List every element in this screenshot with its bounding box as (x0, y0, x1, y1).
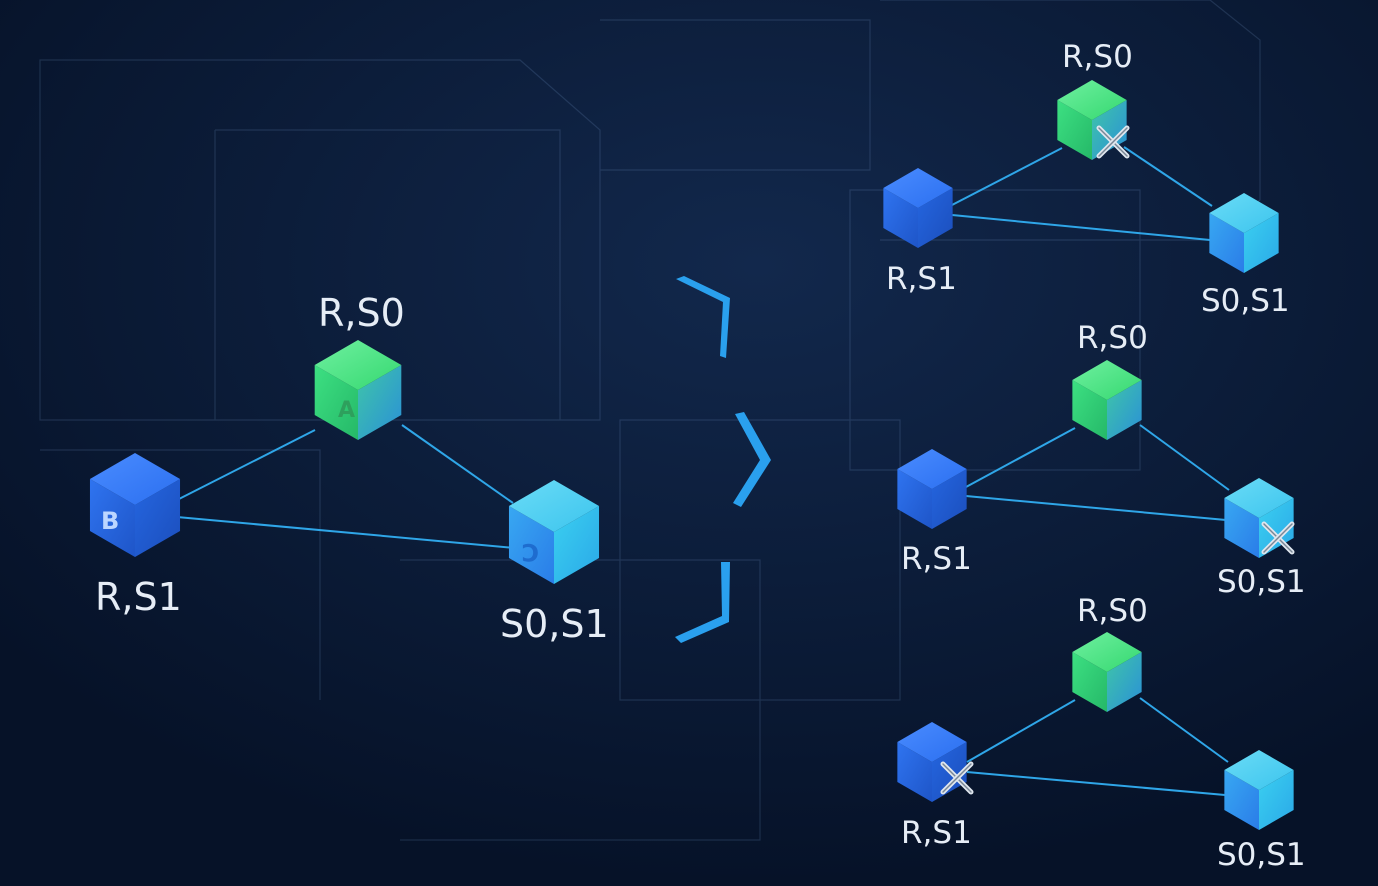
link-b-a (176, 429, 316, 501)
node-label-b: R,S1 (95, 575, 182, 619)
node-cube-b (89, 453, 181, 557)
scenario-2-node-r-s1 (897, 449, 967, 529)
scenario-2-links (965, 424, 1230, 521)
scenario-3-label-r-s1: R,S1 (901, 815, 972, 851)
failure-x-icon (1096, 125, 1130, 159)
node-label-a: R,S0 (318, 291, 405, 335)
scenario-1-label-r-s1: R,S1 (886, 261, 957, 297)
link-a-c (401, 424, 514, 504)
scenario-3-label-r-s0: R,S0 (1077, 593, 1148, 629)
node-cube-a (314, 340, 402, 440)
failure-x-icon (1261, 521, 1295, 555)
scenario-1-label-s0-s1: S0,S1 (1201, 283, 1290, 319)
scenario-3-node-r-s0 (1072, 632, 1142, 712)
cube-letter-c: C (521, 538, 539, 566)
scenario-2-label-r-s0: R,S0 (1077, 320, 1148, 356)
scenario-1-label-r-s0: R,S0 (1062, 39, 1133, 75)
scenario-3-label-s0-s1: S0,S1 (1217, 837, 1306, 873)
node-cube-c (508, 480, 600, 584)
cube-letter-a: A (338, 398, 355, 423)
scenario-1-node-r-s1 (883, 168, 953, 248)
scenario-2-node-r-s0 (1072, 360, 1142, 440)
scenario-2-label-r-s1: R,S1 (901, 541, 972, 577)
scenario-2-label-s0-s1: S0,S1 (1217, 564, 1306, 600)
bracket-arrow (675, 276, 771, 643)
failure-x-icon (940, 761, 974, 795)
link-b-c (176, 516, 516, 549)
background-wireframe (39, 0, 1261, 841)
node-label-c: S0,S1 (500, 602, 609, 646)
main-diagram-links (176, 424, 516, 549)
scenario-3-links (966, 697, 1229, 796)
scenario-1-node-s0-s1 (1209, 193, 1279, 273)
scenario-3-node-s0-s1 (1224, 750, 1294, 830)
scenario-1-links (951, 146, 1213, 241)
cube-letter-b: B (101, 507, 119, 535)
